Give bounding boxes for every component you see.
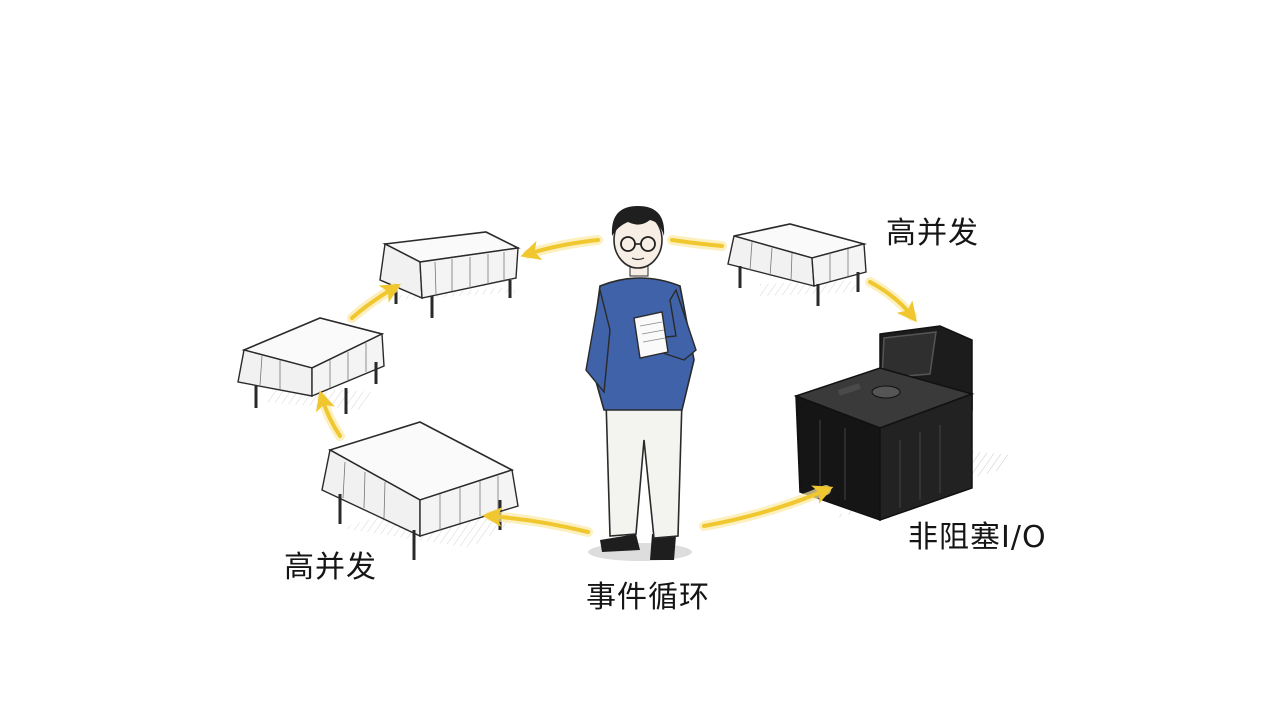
arrow-to-non-blocking-io [868, 280, 917, 323]
arrow-to-table-bottom-left [482, 506, 590, 534]
table-top-left [379, 231, 521, 318]
arrow-segment-center-to-right [670, 238, 724, 248]
label-non-blocking-io: 非阻塞I/O [908, 520, 1047, 555]
loop-arrows [315, 235, 917, 537]
arrow-to-table-middle-left [315, 390, 342, 438]
label-event-loop: 事件循环 [586, 580, 710, 615]
table-middle-left [237, 317, 385, 414]
person-figure [585, 206, 697, 561]
label-high-concurrency-bottom: 高并发 [284, 550, 377, 585]
arrow-to-table-top-left [350, 283, 401, 320]
arrow-center-to-top-left [520, 238, 600, 260]
label-high-concurrency-top: 高并发 [886, 216, 979, 251]
table-top-right [727, 223, 868, 306]
table-bottom-left [321, 421, 519, 560]
arrow-to-io-machine [702, 485, 834, 528]
io-machine [793, 325, 1010, 522]
